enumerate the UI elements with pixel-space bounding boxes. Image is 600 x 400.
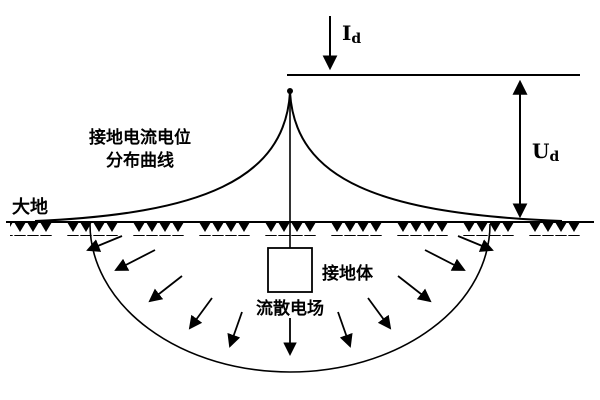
field-arrow: [148, 275, 183, 303]
potential-curve-right: [289, 91, 563, 222]
potential-curve-left: [34, 91, 291, 222]
current-id-label: Id: [342, 21, 361, 47]
field-arrow: [114, 249, 156, 271]
dissipation-hemisphere: [89, 223, 491, 373]
field-arrow: [227, 311, 243, 348]
voltage-ud-label: Ud: [532, 139, 559, 165]
electrode-rect: [267, 247, 313, 293]
field-arrow: [188, 297, 213, 330]
field-arrow: [424, 249, 466, 271]
electrode-label: 接地体: [322, 263, 374, 284]
field-arrow: [337, 311, 353, 348]
field-arrow: [457, 235, 494, 252]
ground-hatching: [10, 223, 590, 236]
field-arrow: [86, 235, 123, 252]
field-arrows-group: [86, 235, 494, 357]
ground-label: 大地: [12, 196, 48, 218]
curve-caption-line2: 分布曲线: [106, 150, 174, 171]
field-arrow: [367, 297, 392, 330]
field-arrow: [397, 275, 432, 303]
field-label: 流散电场: [256, 298, 324, 319]
curve-caption-line1: 接地电流电位: [89, 127, 191, 148]
